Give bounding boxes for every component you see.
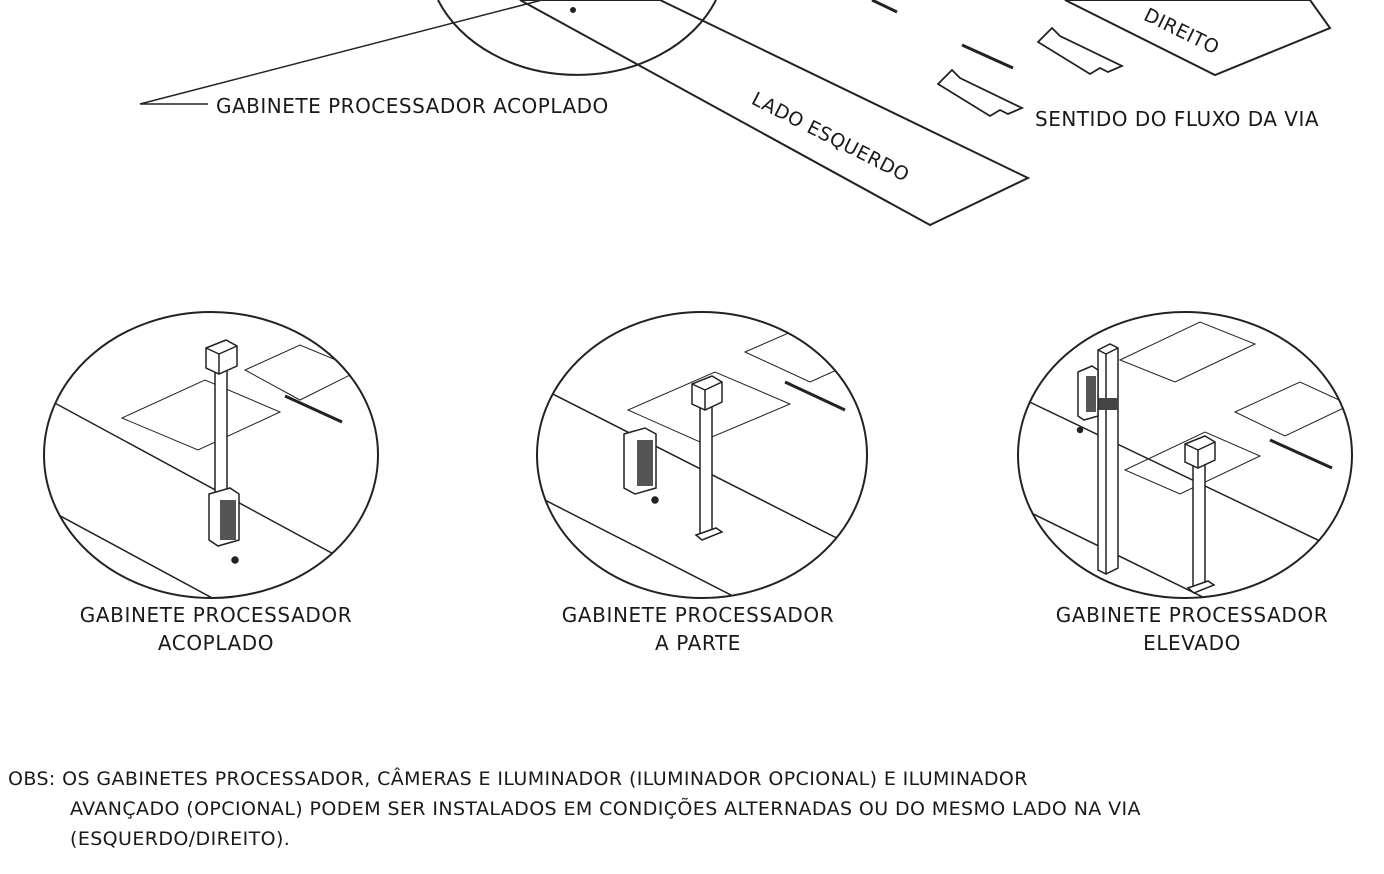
caption-line: GABINETE PROCESSADOR (561, 603, 835, 627)
note-line: AVANÇADO (OPCIONAL) PODEM SER INSTALADOS… (70, 798, 1141, 820)
detection-zone (120, 379, 282, 451)
lane-dash (1269, 438, 1333, 470)
caption-line: ELEVADO (1143, 631, 1241, 655)
caption-line: A PARTE (655, 631, 741, 655)
flow-arrow-icon (936, 68, 1025, 118)
lane-dash (871, 0, 898, 14)
note-line: (ESQUERDO/DIREITO). (70, 828, 291, 850)
caption-separate: GABINETE PROCESSADOR A PARTE (538, 601, 858, 657)
flow-arrow-icon (1036, 26, 1125, 76)
note-line: OBS: OS GABINETES PROCESSADOR, CÂMERAS E… (8, 768, 1028, 790)
caption-elevated: GABINETE PROCESSADOR ELEVADO (1032, 601, 1352, 657)
camera-pole (1184, 435, 1216, 594)
flow-direction-label: SENTIDO DO FLUXO DA VIA (1035, 107, 1320, 131)
road-edge (44, 504, 291, 598)
caption-coupled: GABINETE PROCESSADOR ACOPLADO (56, 601, 376, 657)
coupled-cabinet-callout: GABINETE PROCESSADOR ACOPLADO (216, 94, 609, 118)
caption-line: GABINETE PROCESSADOR (79, 603, 353, 627)
lane-dash (961, 43, 1014, 70)
road-edge (1018, 504, 1271, 598)
installation-elevated (1017, 311, 1353, 599)
detection-zone (626, 371, 792, 443)
detection-zone (1123, 431, 1262, 495)
camera-pole (623, 375, 724, 541)
caption-line: ACOPLADO (157, 631, 275, 655)
top-road-diagram (139, 0, 1332, 227)
installation-separate (536, 311, 868, 599)
callout-dot (570, 7, 576, 13)
caption-line: GABINETE PROCESSADOR (1055, 603, 1329, 627)
callout-leader (139, 0, 543, 105)
lane-dash (784, 380, 846, 412)
observation-note: OBS: OS GABINETES PROCESSADOR, CÂMERAS E… (8, 764, 1348, 854)
right-lane (1064, 0, 1332, 77)
left-lane (519, 0, 1031, 227)
elevated-pole (1076, 343, 1119, 575)
installation-coupled (43, 311, 379, 599)
detection-zone (1118, 321, 1257, 383)
lane-dash (284, 394, 343, 424)
camera-pole (205, 339, 240, 564)
detail-circle (437, 0, 717, 76)
detection-zone (743, 327, 867, 383)
road-edge (537, 494, 781, 598)
